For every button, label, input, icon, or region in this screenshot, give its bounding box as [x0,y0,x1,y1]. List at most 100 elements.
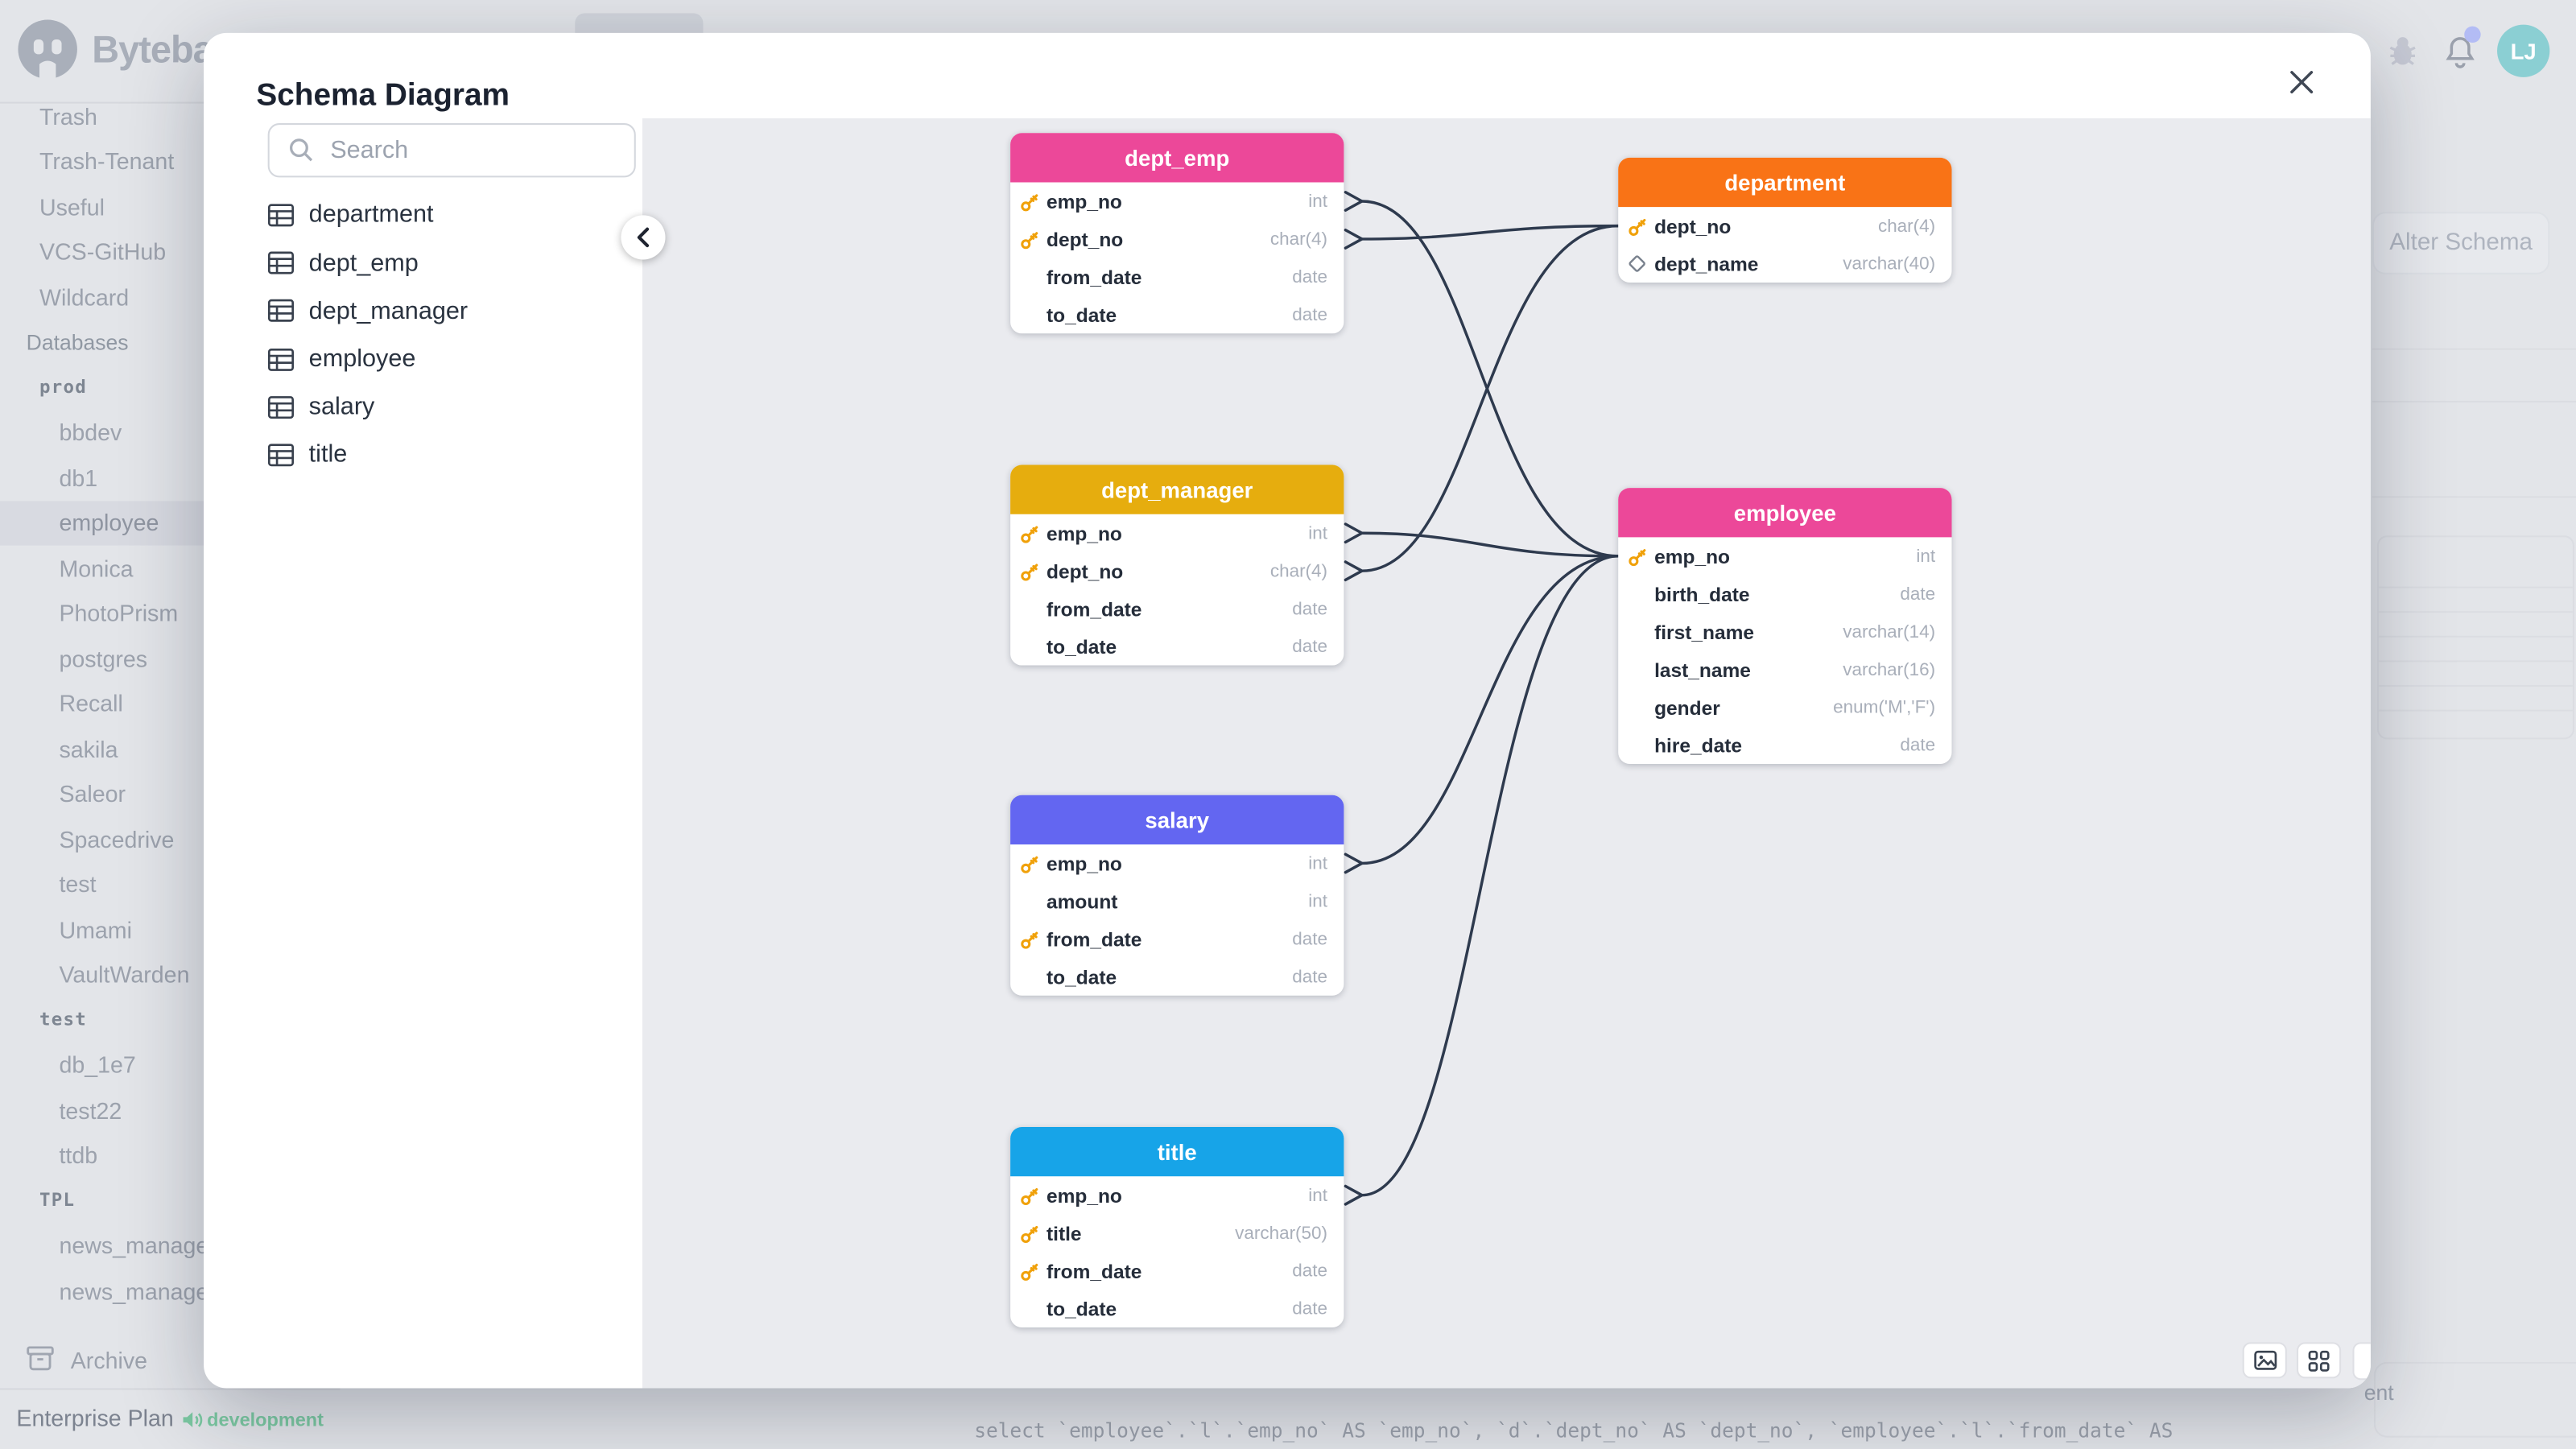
table-card-title: employee [1618,488,1952,538]
sidebar-item-prod[interactable]: prod [0,365,328,410]
sidebar-item-vaultwarden[interactable]: VaultWarden [0,952,328,997]
sidebar-item-umami[interactable]: Umami [0,907,328,952]
table-list-label: title [308,440,348,469]
sidebar-item-label: Trash-Tenant [39,148,175,175]
sidebar-item-label: TPL [39,1190,76,1212]
column-type: int [1308,891,1327,911]
column-name: emp_no [1654,544,1731,568]
notification-bell-icon[interactable] [2442,26,2481,79]
background-row-border [2372,496,2576,498]
sidebar-item-db1[interactable]: db1 [0,455,328,500]
column-row-dept-name: dept_name varchar(40) [1618,245,1951,283]
export-image-button[interactable] [2244,1344,2285,1377]
sidebar-item-archive[interactable]: Archive [27,1339,147,1381]
collapse-panel-button[interactable] [621,215,666,260]
sidebar-item-trash[interactable]: Trash [0,93,328,138]
column-type: date [1292,1261,1327,1281]
sidebar-item-bbdev[interactable]: bbdev [0,410,328,455]
sidebar-item-vcs-github[interactable]: VCS-GitHub [0,229,328,275]
bytebase-logo-icon [16,18,79,89]
column-name: from_date [1046,265,1142,289]
column-name: dept_name [1654,252,1759,275]
column-name: dept_no [1046,227,1124,251]
table-list-item-dept-emp[interactable]: dept_emp [267,239,642,287]
sidebar-item-photoprism[interactable]: PhotoPrism [0,591,328,636]
sidebar-item-test[interactable]: test [0,997,328,1042]
sidebar-item-db-1e7[interactable]: db_1e7 [0,1042,328,1088]
sidebar-item-postgres[interactable]: postgres [0,636,328,681]
sidebar-item-sakila[interactable]: sakila [0,726,328,771]
sidebar-item-monica[interactable]: Monica [0,546,328,591]
sidebar-item-saleor[interactable]: Saleor [0,771,328,816]
column-type: date [1292,598,1327,619]
background-text-fragment: ent [2363,1380,2394,1405]
index-icon [1628,254,1649,272]
sidebar-item-recall[interactable]: Recall [0,681,328,726]
table-card-title: dept_manager [1010,464,1344,514]
column-type: char(4) [1269,560,1327,581]
column-name: first_name [1654,620,1754,643]
sidebar-item-spacedrive[interactable]: Spacedrive [0,816,328,861]
table-list-label: dept_emp [308,249,419,278]
sidebar-item-useful[interactable]: Useful [0,184,328,229]
table-card-title: department [1618,157,1952,208]
auto-layout-button[interactable] [2298,1344,2340,1377]
column-name: emp_no [1046,189,1122,213]
table-list-label: department [308,200,434,229]
sidebar-item-label: bbdev [59,419,122,446]
table-card-title: salary [1010,795,1344,844]
sidebar-item-label: PhotoPrism [59,600,179,627]
debug-bug-icon[interactable] [2385,35,2420,77]
table-list-item-title[interactable]: title [267,431,642,479]
column-type: varchar(40) [1843,254,1936,274]
column-name: emp_no [1046,521,1122,545]
table-icon [267,444,295,467]
table-list-item-dept-manager[interactable]: dept_manager [267,287,642,336]
sidebar-item-trash-tenant[interactable]: Trash-Tenant [0,138,328,184]
sidebar-item-news-manage[interactable]: news_manage [0,1223,328,1268]
table-list-item-department[interactable]: department [267,192,642,240]
table-list-item-salary[interactable]: salary [267,383,642,431]
column-type: date [1900,584,1936,604]
sidebar-item-test22[interactable]: test22 [0,1088,328,1133]
sidebar-item-wildcard[interactable]: Wildcard [0,275,328,320]
sidebar-item-label: db_1e7 [59,1051,136,1079]
sidebar-item-news-manage[interactable]: news_manage [0,1269,328,1314]
column-name: from_date [1046,1259,1142,1282]
column-type: varchar(50) [1235,1223,1327,1243]
sidebar-item-label: Spacedrive [59,826,175,852]
sidebar-item-label: Databases [26,329,129,355]
sidebar-item-ttdb[interactable]: ttdb [0,1133,328,1178]
sidebar-item-tpl[interactable]: TPL [0,1178,328,1223]
sidebar-item-test[interactable]: test [0,861,328,906]
alter-schema-button[interactable]: Alter Schema [2372,212,2550,275]
search-input[interactable] [327,134,613,167]
notification-dot [2464,26,2481,43]
grid-icon [2308,1349,2330,1371]
column-type: date [1292,1298,1327,1319]
column-type: date [1292,929,1327,949]
zoom-out-button[interactable] [2354,1344,2370,1378]
table-icon [267,204,295,227]
avatar[interactable]: LJ [2497,24,2550,77]
table-list-item-employee[interactable]: employee [267,335,642,383]
close-icon[interactable] [2284,64,2320,101]
